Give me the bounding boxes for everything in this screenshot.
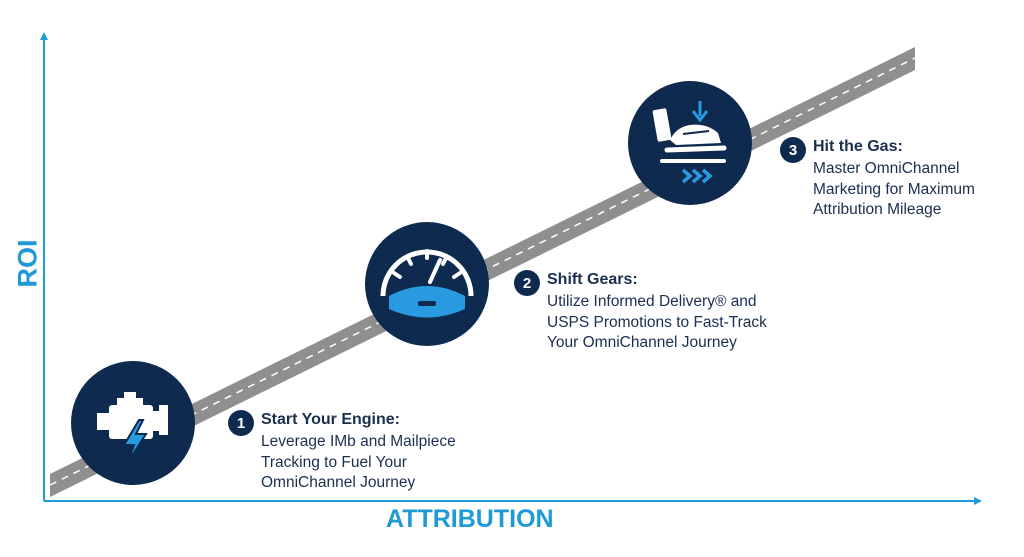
speedometer-icon <box>380 249 474 318</box>
step-3-line: Marketing for Maximum <box>813 180 975 198</box>
step-3-line: Attribution Mileage <box>813 201 942 218</box>
engine-icon <box>97 392 168 463</box>
step-3-description: Master OmniChannel Marketing for Maximum… <box>813 159 975 221</box>
step-2-title: Shift Gears: <box>547 271 638 288</box>
step-1-line: OmniChannel Journey <box>261 474 416 491</box>
step-2-line: Utilize Informed Delivery® and <box>547 293 757 310</box>
step-1-line: Tracking to Fuel Your <box>261 453 407 471</box>
step-2-number-badge: 2 <box>514 270 540 296</box>
step-2-description: Utilize Informed Delivery® and USPS Prom… <box>547 292 767 354</box>
step-3-icon-circle <box>628 81 752 205</box>
gas-pedal-icon <box>652 101 727 184</box>
step-3-title: Hit the Gas: <box>813 138 903 155</box>
x-axis-label: ATTRIBUTION <box>386 505 554 533</box>
step-1-number-badge: 1 <box>228 410 254 436</box>
step-2-icon-circle <box>365 222 489 346</box>
y-axis-label: ROI <box>12 239 43 288</box>
step-3-line: Master OmniChannel <box>813 160 960 177</box>
step-1-line: Leverage IMb and Mailpiece <box>261 433 456 450</box>
step-1-icon-circle <box>71 361 195 485</box>
step-3-number-badge: 3 <box>780 137 806 163</box>
step-2-line: Your OmniChannel Journey <box>547 334 737 351</box>
step-1-description: Leverage IMb and Mailpiece Tracking to F… <box>261 432 456 494</box>
step-2-line: USPS Promotions to Fast-Track <box>547 313 767 331</box>
step-1-title: Start Your Engine: <box>261 411 400 428</box>
